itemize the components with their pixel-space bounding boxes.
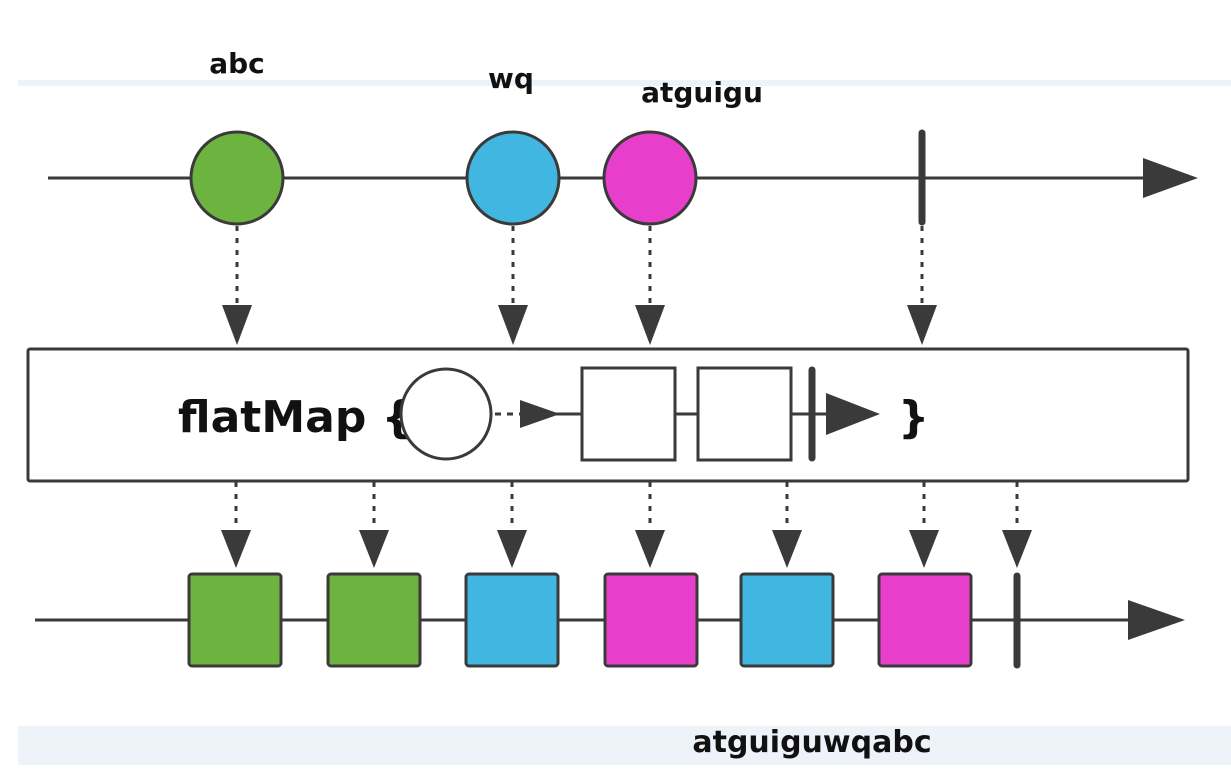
output-item-5 bbox=[739, 572, 835, 668]
input-label-atguigu: atguigu bbox=[641, 76, 763, 109]
output-item-4 bbox=[603, 572, 699, 668]
output-timeline-arrow-icon bbox=[1128, 600, 1185, 640]
operator-example-box-2 bbox=[696, 366, 793, 462]
input-label-abc: abc bbox=[209, 47, 265, 80]
input-label-wq: wq bbox=[488, 62, 534, 95]
input-timeline-arrow-icon bbox=[1143, 158, 1198, 198]
operator-name: flatMap { bbox=[178, 392, 413, 443]
operator-close: } bbox=[898, 392, 929, 443]
output-item-2 bbox=[326, 572, 422, 668]
input-to-operator-arrows bbox=[222, 226, 937, 345]
input-marble-wq bbox=[465, 130, 561, 226]
operator-example bbox=[399, 366, 880, 462]
operator-to-output-arrows bbox=[221, 482, 1032, 568]
output-item-6 bbox=[877, 572, 973, 668]
output-item-1 bbox=[187, 572, 283, 668]
result-label: atguiguwqabc bbox=[692, 725, 931, 760]
input-marble-abc bbox=[189, 130, 285, 226]
input-marble-atguigu bbox=[602, 130, 698, 226]
output-items bbox=[187, 572, 973, 668]
operator-example-marble bbox=[399, 367, 493, 461]
operator-example-box-1 bbox=[580, 366, 677, 462]
operator-example-arrow-icon bbox=[520, 400, 560, 428]
output-item-3 bbox=[464, 572, 560, 668]
operator-example-end-arrow-icon bbox=[826, 393, 880, 435]
